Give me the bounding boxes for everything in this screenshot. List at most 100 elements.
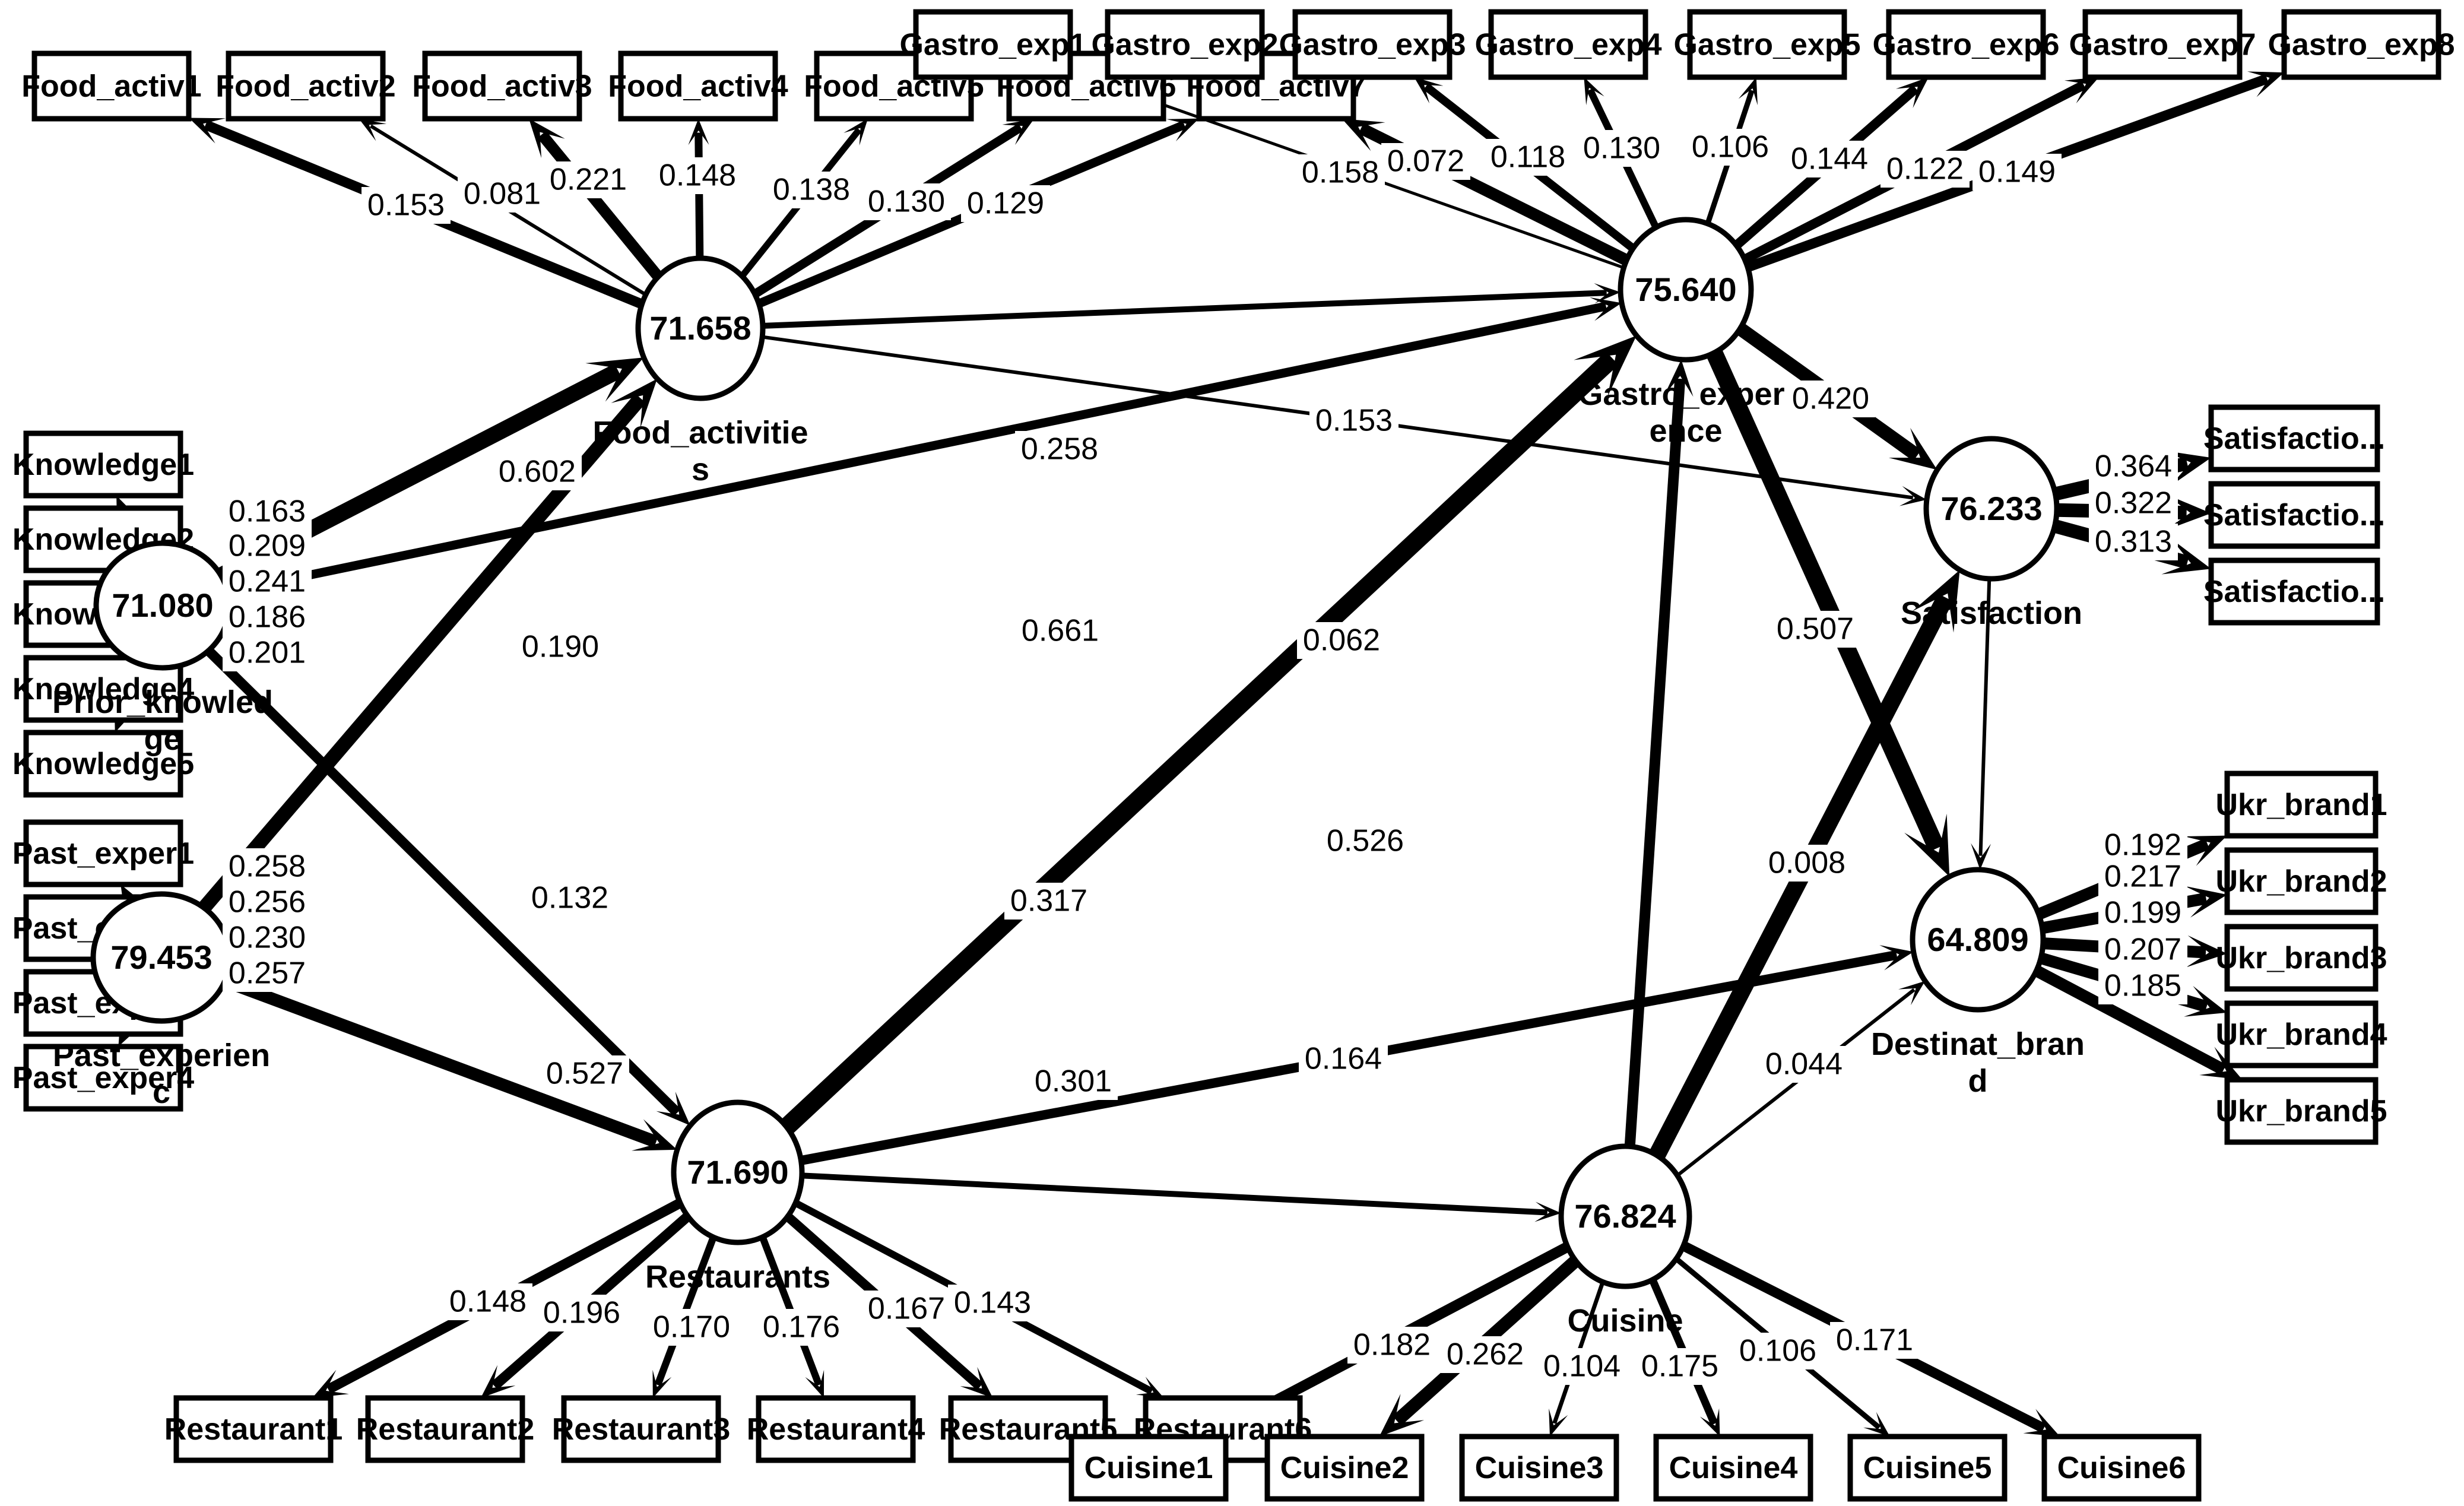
label-backdrop	[223, 635, 312, 671]
indicator-box[interactable]	[422, 50, 582, 122]
indicator-box[interactable]	[2041, 1434, 2202, 1502]
indicator-box[interactable]	[913, 9, 1073, 80]
indicator-ukr_brand5[interactable]: Ukr_brand5	[2216, 1077, 2387, 1145]
indicator-box[interactable]	[2281, 9, 2441, 80]
edge-line	[1624, 378, 1686, 1147]
indicator-gastro_exp7[interactable]: Gastro_exp7	[2069, 9, 2256, 80]
indicator-knowledge1[interactable]: Knowledge1	[12, 430, 194, 499]
arrow-head	[2183, 835, 2227, 866]
indicator-gastro_exp5[interactable]: Gastro_exp5	[1673, 9, 1861, 80]
indicator-box[interactable]	[226, 50, 386, 122]
indicator-past_exper1[interactable]: Past_exper1	[12, 819, 194, 887]
indicator-cuisine4[interactable]: Cuisine4	[1653, 1434, 1813, 1502]
indicator-box[interactable]	[1653, 1434, 1813, 1502]
indicator-box[interactable]	[2208, 481, 2380, 549]
indicator-cuisine1[interactable]: Cuisine1	[1068, 1434, 1229, 1502]
indicator-box[interactable]	[31, 50, 192, 122]
indicator-label: Ukr_brand4	[2216, 1017, 2387, 1052]
indicator-restaurant2[interactable]: Restaurant2	[356, 1395, 535, 1463]
indicator-food_activ2[interactable]: Food_activ2	[215, 50, 396, 122]
indicator-ukr_brand4[interactable]: Ukr_brand4	[2216, 1000, 2387, 1069]
latent-ellipse[interactable]	[1618, 217, 1754, 363]
latent-ellipse[interactable]	[671, 1099, 805, 1245]
indicator-box[interactable]	[618, 50, 778, 122]
indicator-knowledge4[interactable]: Knowledge4	[12, 655, 194, 723]
latent-ellipse[interactable]	[1910, 867, 2046, 1013]
indicator-box[interactable]	[23, 430, 183, 499]
indicator-box[interactable]	[2224, 771, 2379, 839]
indicator-gastro_exp8[interactable]: Gastro_exp8	[2268, 9, 2455, 80]
indicator-box[interactable]	[2208, 557, 2380, 626]
label-backdrop	[223, 528, 312, 565]
indicator-box[interactable]	[2082, 9, 2243, 80]
latent-ellipse[interactable]	[1558, 1143, 1692, 1289]
indicator-box[interactable]	[756, 1395, 916, 1463]
indicator-box[interactable]	[173, 1395, 334, 1463]
indicator-box[interactable]	[23, 1044, 183, 1112]
indicator-box[interactable]	[1264, 1434, 1425, 1502]
indicator-restaurant4[interactable]: Restaurant4	[747, 1395, 925, 1463]
indicator-satisfaction2[interactable]: Satisfactio...	[2203, 481, 2385, 549]
arrow-head	[1166, 118, 1199, 142]
indicator-gastro_exp3[interactable]: Gastro_exp3	[1279, 9, 1466, 80]
indicator-satisfaction3[interactable]: Satisfactio...	[2203, 557, 2385, 626]
indicator-box[interactable]	[1105, 9, 1265, 80]
indicator-food_activ3[interactable]: Food_activ3	[412, 50, 592, 122]
indicator-ukr_brand2[interactable]: Ukr_brand2	[2216, 847, 2387, 915]
indicator-box[interactable]	[1847, 1434, 2008, 1502]
indicator-box[interactable]	[1459, 1434, 1619, 1502]
indicator-box[interactable]	[1687, 9, 1847, 80]
path-arrow-destination_brand-to-ukr_brand5	[2033, 965, 2243, 1080]
coefficient-value: 0.527	[546, 1057, 623, 1091]
indicator-food_activ1[interactable]: Food_activ1	[21, 50, 202, 122]
indicator-box[interactable]	[561, 1395, 721, 1463]
indicator-gastro_exp2[interactable]: Gastro_exp2	[1091, 9, 1279, 80]
latent-ellipse[interactable]	[635, 255, 766, 401]
indicator-box[interactable]	[365, 1395, 525, 1463]
indicator-food_activ4[interactable]: Food_activ4	[608, 50, 788, 122]
indicator-ukr_brand1[interactable]: Ukr_brand1	[2216, 771, 2387, 839]
indicator-box[interactable]	[23, 819, 183, 887]
label-backdrop	[2098, 968, 2187, 1004]
indicator-box[interactable]	[1488, 9, 1648, 80]
indicator-gastro_exp4[interactable]: Gastro_exp4	[1474, 9, 1662, 80]
indicator-satisfaction1[interactable]: Satisfactio...	[2203, 404, 2385, 473]
indicator-cuisine5[interactable]: Cuisine5	[1847, 1434, 2008, 1502]
indicator-box[interactable]	[1068, 1434, 1229, 1502]
indicator-knowledge5[interactable]: Knowledge5	[12, 730, 194, 798]
indicator-restaurant3[interactable]: Restaurant3	[552, 1395, 731, 1463]
indicator-label: Gastro_exp2	[1091, 28, 1278, 62]
indicator-label: Food_activ4	[608, 69, 788, 104]
indicator-box[interactable]	[2224, 847, 2379, 915]
indicator-box[interactable]	[23, 730, 183, 798]
arrow-head	[1863, 1412, 1890, 1437]
indicator-box[interactable]	[2208, 404, 2380, 473]
outer-weight-gastro_experience-food_activ7: 0.158	[1296, 154, 1385, 191]
indicator-past_exper4[interactable]: Past_exper4	[12, 1044, 195, 1112]
indicator-box[interactable]	[1886, 9, 2046, 80]
indicator-box[interactable]	[2224, 1077, 2379, 1145]
indicator-box[interactable]	[2224, 924, 2379, 992]
arrow-head	[1584, 77, 1604, 106]
indicator-ukr_brand3[interactable]: Ukr_brand3	[2216, 924, 2387, 992]
indicator-box[interactable]	[2224, 1000, 2379, 1069]
indicator-box[interactable]	[23, 655, 183, 723]
indicator-cuisine2[interactable]: Cuisine2	[1264, 1434, 1425, 1502]
indicator-label: Knowledge5	[12, 747, 194, 781]
label-backdrop	[1029, 1063, 1118, 1100]
indicator-gastro_exp1[interactable]: Gastro_exp1	[899, 9, 1087, 80]
indicator-restaurant1[interactable]: Restaurant1	[164, 1395, 343, 1463]
indicator-cuisine6[interactable]: Cuisine6	[2041, 1434, 2202, 1502]
indicator-gastro_exp6[interactable]: Gastro_exp6	[1872, 9, 2060, 80]
indicator-box[interactable]	[1292, 9, 1453, 80]
latent-ellipse[interactable]	[1923, 436, 2060, 582]
indicator-cuisine3[interactable]: Cuisine3	[1459, 1434, 1619, 1502]
